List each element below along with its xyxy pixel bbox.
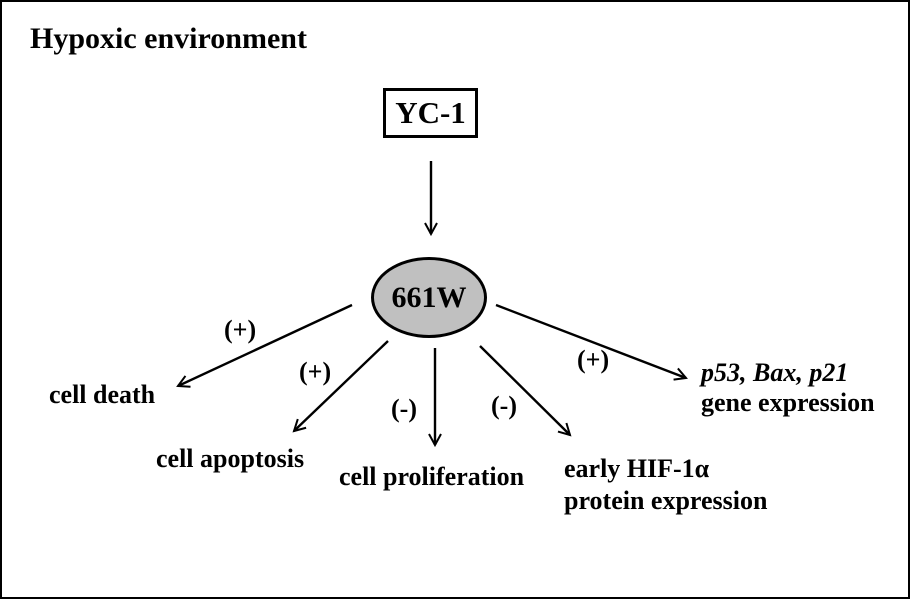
sign-hif-expression: (-): [491, 391, 517, 420]
outcome-cell-apoptosis: cell apoptosis: [156, 444, 305, 473]
cell-line-node-661w: 661W: [371, 257, 487, 338]
sign-cell-apoptosis: (+): [299, 357, 332, 386]
outcome-cell-proliferation: cell proliferation: [339, 462, 525, 491]
sign-cell-death: (+): [224, 315, 257, 344]
outcome-hif-expression: early HIF-1α protein expression: [564, 453, 767, 517]
arrow-to-cell-death: [176, 303, 353, 388]
sign-cell-proliferation: (-): [391, 394, 417, 423]
outcome-genes-line2: gene expression: [701, 388, 875, 417]
outcome-hif-line1: early HIF-1α: [564, 454, 710, 483]
cell-line-node-label: 661W: [391, 280, 467, 314]
arrow-to-hif-expression: [479, 345, 572, 437]
treatment-node-yc1: YC-1: [383, 88, 478, 138]
outcome-genes-line1: p53, Bax, p21: [701, 358, 849, 387]
diagram-title: Hypoxic environment: [30, 22, 307, 55]
arrow-to-gene-expression: [495, 303, 688, 381]
sign-gene-expression: (+): [577, 345, 610, 374]
treatment-node-label: YC-1: [395, 95, 466, 130]
arrow-to-cell-apoptosis: [292, 340, 389, 433]
outcome-cell-death: cell death: [49, 380, 156, 409]
outcome-hif-line2: protein expression: [564, 486, 768, 515]
outcome-gene-expression: p53, Bax, p21 gene expression: [701, 358, 875, 418]
